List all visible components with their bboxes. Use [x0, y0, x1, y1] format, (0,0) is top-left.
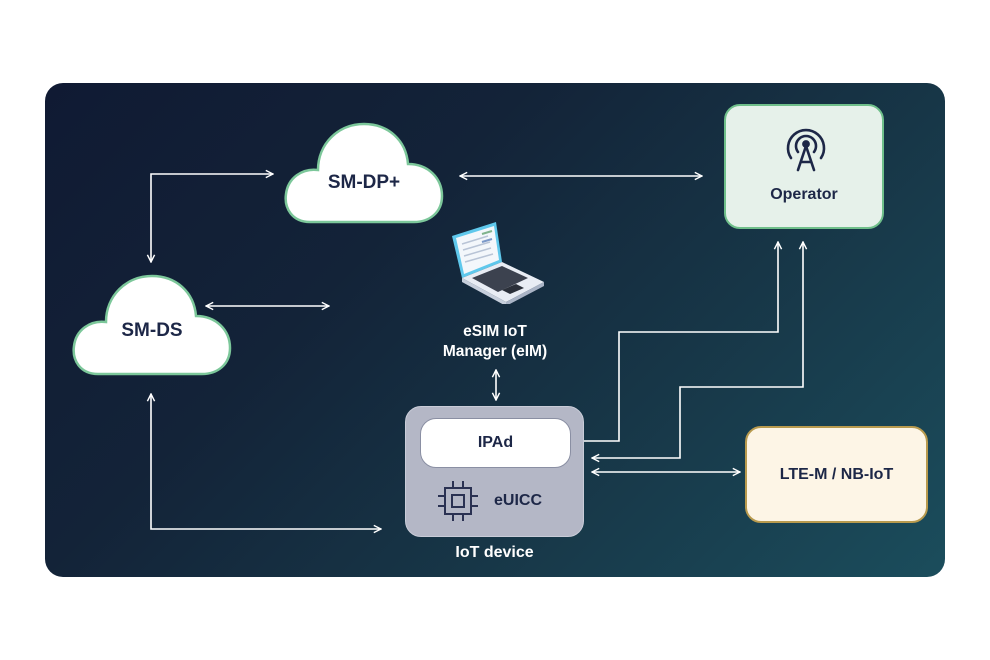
- cloud-shape: [284, 122, 444, 224]
- edge-operator-ipad: [573, 242, 778, 441]
- iot-device-label: IoT device: [455, 544, 534, 561]
- cloud-sm-ds: SM-DS: [70, 272, 234, 378]
- euicc-label: eUICC: [494, 492, 543, 509]
- antenna-icon: [786, 128, 826, 172]
- operator-label: Operator: [770, 186, 838, 203]
- operator-node: Operator: [724, 104, 884, 229]
- cloud-shape: [72, 274, 232, 376]
- eim-label-line1: eSIM IoT: [463, 323, 527, 340]
- sm-dp-plus-label: SM-DP+: [327, 172, 401, 193]
- lte-node: LTE-M / NB-IoT: [745, 426, 928, 523]
- sm-ds-label: SM-DS: [121, 320, 183, 341]
- eim-label-line2: Manager (eIM): [442, 343, 548, 360]
- edge-smdp-smds: [151, 174, 273, 262]
- edge-smds-device: [151, 394, 381, 529]
- ipad-label: IPAd: [477, 434, 514, 451]
- lte-label: LTE-M / NB-IoT: [779, 465, 894, 483]
- iot-device-node: IPAd eUICC: [405, 406, 584, 537]
- cloud-sm-dp-plus: SM-DP+: [282, 120, 446, 226]
- euicc-node: eUICC: [436, 479, 542, 523]
- edge-operator-device: [592, 242, 803, 458]
- eim-label: eSIM IoT Manager (eIM): [420, 322, 570, 362]
- ipad-node: IPAd: [420, 418, 571, 468]
- chip-icon: [438, 481, 478, 521]
- laptop-icon: [444, 222, 548, 309]
